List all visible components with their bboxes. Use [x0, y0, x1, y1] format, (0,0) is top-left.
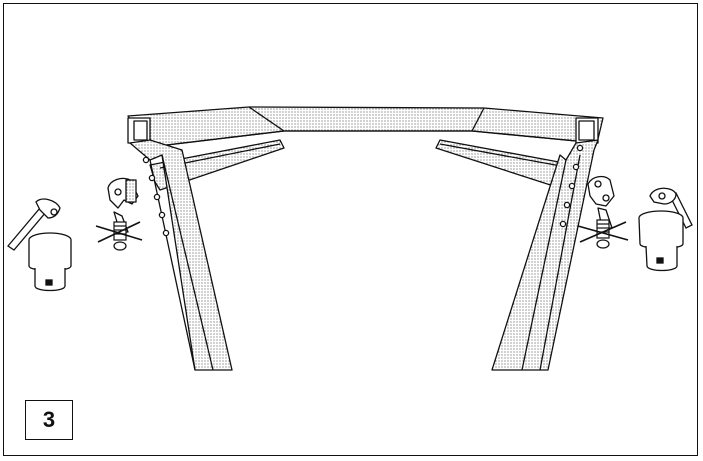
step-number-label: 3 — [25, 400, 73, 440]
step-frame — [3, 3, 698, 456]
right-bolt-crossed — [577, 219, 629, 249]
left-leg — [129, 139, 233, 371]
right-socket-wrench-icon — [638, 187, 693, 272]
left-socket-wrench-icon — [7, 198, 72, 292]
left-bolt-crossed — [95, 221, 143, 251]
frame-crossbar — [127, 106, 604, 148]
right-leg — [491, 139, 599, 371]
